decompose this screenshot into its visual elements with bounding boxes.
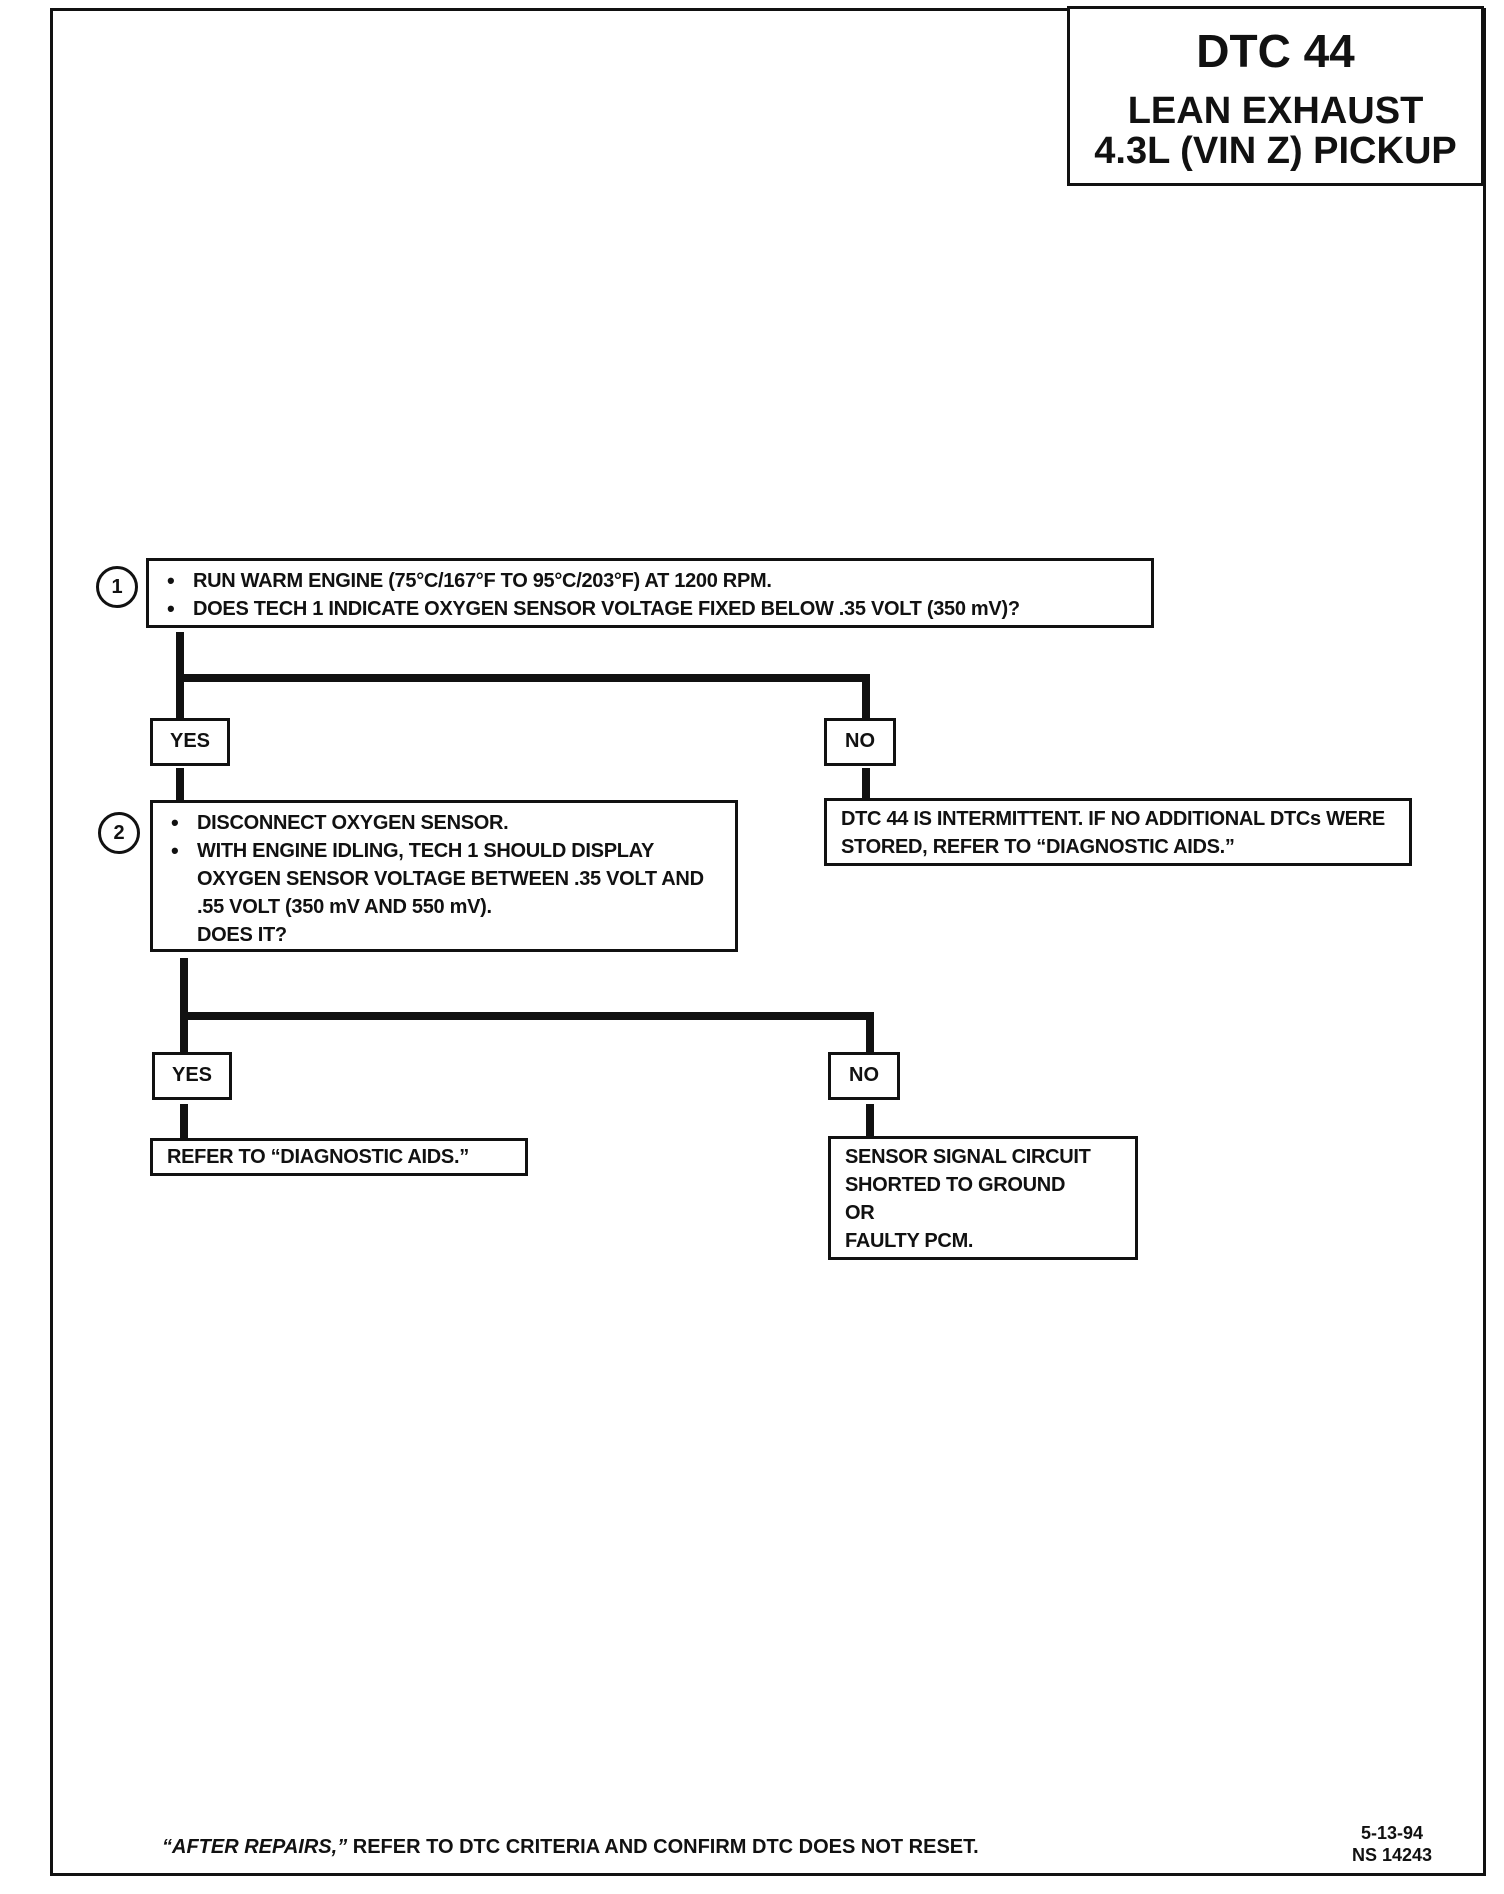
connector-step2-down [180, 958, 188, 1062]
step-1-no-label: NO [824, 718, 896, 766]
connector-no1-to-result [862, 768, 870, 804]
document-id-block: 5-13-94 NS 14243 [1352, 1822, 1432, 1866]
title-block: DTC 44 LEAN EXHAUST 4.3L (VIN Z) PICKUP [1067, 6, 1484, 186]
connector-step1-no-down [862, 674, 870, 726]
document-number: NS 14243 [1352, 1845, 1433, 1865]
step-1-number: 1 [96, 566, 138, 608]
step-2-no-result-line-1: SENSOR SIGNAL CIRCUIT [845, 1146, 1091, 1168]
step-2-line-2: WITH ENGINE IDLING, TECH 1 SHOULD DISPLA… [161, 837, 727, 921]
step-1-box: RUN WARM ENGINE (75°C/167°F TO 95°C/203°… [146, 558, 1154, 628]
dtc-code: DTC 44 [1196, 25, 1355, 77]
connector-yes1-to-step2 [176, 768, 184, 804]
step-2-number: 2 [98, 812, 140, 854]
step-1-no-result: DTC 44 IS INTERMITTENT. IF NO ADDITIONAL… [824, 798, 1412, 866]
step-2-yes-result: REFER TO “DIAGNOSTIC AIDS.” [150, 1138, 528, 1176]
step-1-line-1: RUN WARM ENGINE (75°C/167°F TO 95°C/203°… [157, 567, 1143, 595]
step-1-line-2: DOES TECH 1 INDICATE OXYGEN SENSOR VOLTA… [157, 595, 1143, 623]
connector-step2-branch [180, 1012, 874, 1020]
connector-step1-branch [176, 674, 870, 682]
page-frame [50, 8, 1486, 1876]
step-2-line-1: DISCONNECT OXYGEN SENSOR. [161, 809, 727, 837]
title-line-1: LEAN EXHAUST [1127, 90, 1424, 132]
connector-yes2-to-result [180, 1104, 188, 1138]
step-2-yes-label: YES [152, 1052, 232, 1100]
step-2-no-result-line-4: FAULTY PCM. [845, 1230, 974, 1252]
step-2-no-result-line-3: OR [845, 1202, 875, 1224]
after-repairs-text: REFER TO DTC CRITERIA AND CONFIRM DTC DO… [347, 1836, 979, 1858]
after-repairs-note: “AFTER REPAIRS,” REFER TO DTC CRITERIA A… [162, 1836, 979, 1859]
step-2-no-result-line-2: SHORTED TO GROUND [845, 1174, 1066, 1196]
step-2-no-result: SENSOR SIGNAL CIRCUIT SHORTED TO GROUND … [828, 1136, 1138, 1260]
step-1-yes-label: YES [150, 718, 230, 766]
document-date: 5-13-94 [1361, 1823, 1424, 1843]
title-line-2: 4.3L (VIN Z) PICKUP [1094, 130, 1457, 172]
step-1-list: RUN WARM ENGINE (75°C/167°F TO 95°C/203°… [157, 567, 1143, 623]
after-repairs-label: “AFTER REPAIRS,” [162, 1836, 348, 1858]
step-2-list: DISCONNECT OXYGEN SENSOR. WITH ENGINE ID… [161, 809, 727, 921]
connector-no2-to-result [866, 1104, 874, 1138]
step-2-box: DISCONNECT OXYGEN SENSOR. WITH ENGINE ID… [150, 800, 738, 952]
step-2-no-label: NO [828, 1052, 900, 1100]
step-2-question: DOES IT? [197, 924, 287, 946]
connector-step2-no-down [866, 1012, 874, 1064]
